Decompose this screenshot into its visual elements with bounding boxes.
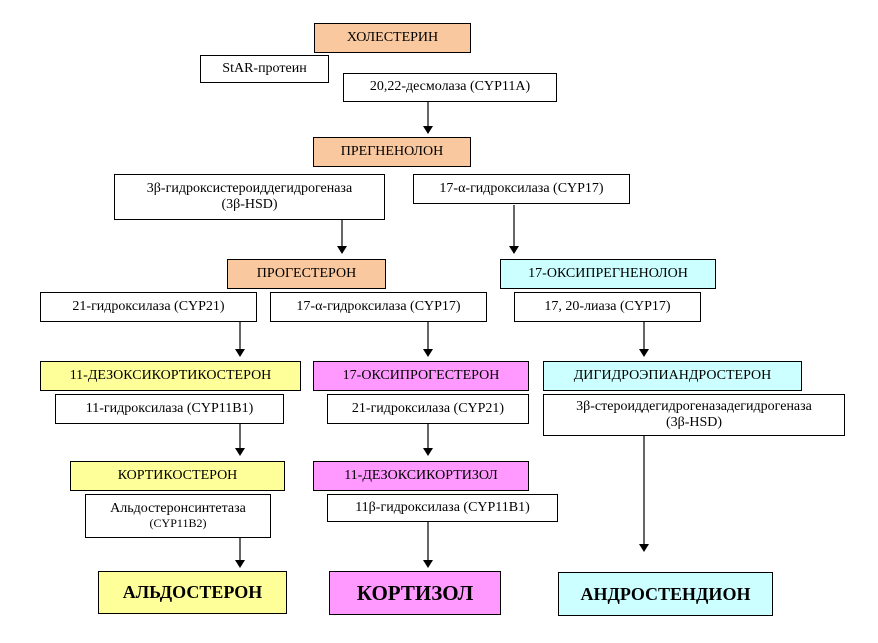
node-cholesterol: ХОЛЕСТЕРИН bbox=[314, 23, 471, 53]
node-dhea: ДИГИДРОЭПИАНДРОСТЕРОН bbox=[543, 361, 802, 391]
enzyme-aldosterone-synthase-line1: Альдостеронсинтетаза bbox=[110, 501, 246, 517]
node-11-deoxycorticosterone: 11-ДЕЗОКСИКОРТИКОСТЕРОН bbox=[40, 361, 301, 391]
enzyme-3b-hsd-line1: 3β-гидроксистероиддегидрогеназа bbox=[146, 180, 353, 196]
node-pregnenolone: ПРЕГНЕНОЛОН bbox=[313, 137, 471, 167]
enzyme-3b-hsd-line2: (3β-HSD) bbox=[221, 197, 278, 212]
node-aldosterone: АЛЬДОСТЕРОН bbox=[98, 571, 287, 614]
enzyme-aldosterone-synthase: Альдостеронсинтетаза (CYP11B2) bbox=[85, 494, 271, 538]
enzyme-11-hydroxylase: 11-гидроксилаза (CYP11B1) bbox=[55, 394, 284, 424]
node-corticosterone: КОРТИКОСТЕРОН bbox=[70, 461, 285, 491]
enzyme-3b-steroid-dehydrogenase-line2: (3β-HSD) bbox=[665, 415, 723, 430]
enzyme-aldosterone-synthase-line2: (CYP11B2) bbox=[149, 516, 207, 531]
node-17-oxyprogesterone: 17-ОКСИПРОГЕСТЕРОН bbox=[313, 361, 529, 391]
node-17-oxypregnenolone: 17-ОКСИПРЕГНЕНОЛОН bbox=[500, 259, 716, 289]
enzyme-17a-hydroxylase-2: 17-α-гидроксилаза (CYP17) bbox=[270, 292, 487, 322]
enzyme-desmolase: 20,22-десмолаза (CYP11A) bbox=[343, 73, 557, 102]
enzyme-21-hydroxylase-1: 21-гидроксилаза (CYP21) bbox=[40, 292, 257, 322]
enzyme-3b-steroid-dehydrogenase-line1: 3β-стероиддегидрогеназадегидрогеназа bbox=[576, 398, 812, 414]
enzyme-star-protein: StAR-протеин bbox=[200, 55, 329, 83]
enzyme-11b-hydroxylase: 11β-гидроксилаза (CYP11B1) bbox=[327, 494, 558, 522]
enzyme-17-20-lyase: 17, 20-лиаза (CYP17) bbox=[514, 292, 701, 322]
node-progesterone: ПРОГЕСТЕРОН bbox=[227, 259, 386, 289]
enzyme-21-hydroxylase-2: 21-гидроксилаза (CYP21) bbox=[327, 394, 529, 424]
node-androstenedione: АНДРОСТЕНДИОН bbox=[558, 572, 773, 616]
enzyme-3b-steroid-dehydrogenase: 3β-стероиддегидрогеназадегидрогеназа (3β… bbox=[543, 394, 845, 436]
node-11-deoxycortisol: 11-ДЕЗОКСИКОРТИЗОЛ bbox=[313, 461, 529, 491]
enzyme-3b-hsd: 3β-гидроксистероиддегидрогеназа (3β-HSD) bbox=[114, 174, 385, 220]
node-cortisol: КОРТИЗОЛ bbox=[329, 571, 501, 615]
enzyme-17a-hydroxylase-1: 17-α-гидроксилаза (CYP17) bbox=[413, 174, 630, 204]
